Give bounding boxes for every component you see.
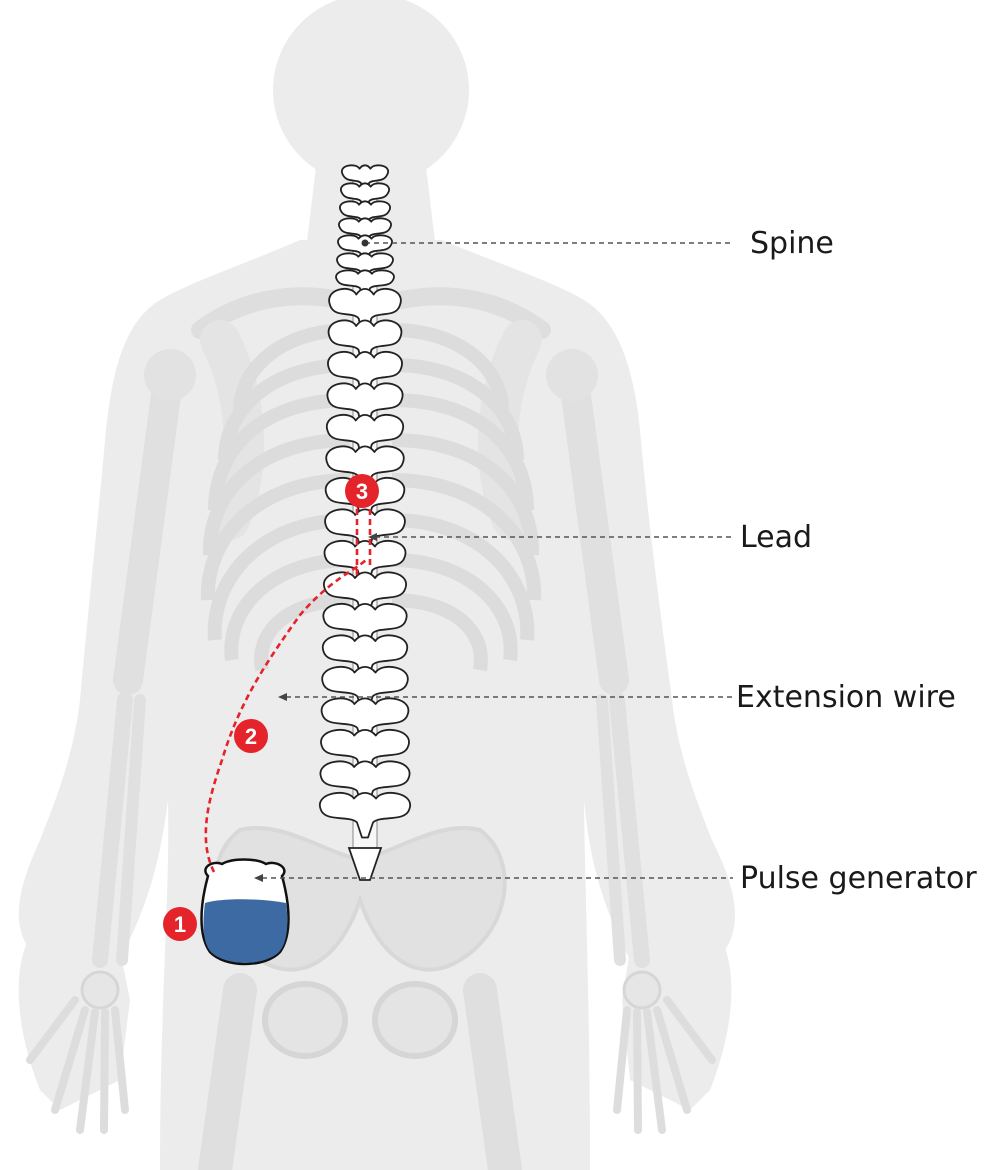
- right-wrist: [624, 972, 660, 1008]
- label-extension-wire: Extension wire: [736, 680, 956, 715]
- badge-1: 1: [163, 907, 197, 941]
- badge-3: 3: [345, 474, 379, 508]
- badge-2: 2: [234, 719, 268, 753]
- badge-2-number: 2: [245, 724, 257, 749]
- label-pulse-generator: Pulse generator: [740, 861, 977, 896]
- badge-1-number: 1: [174, 912, 186, 937]
- spine-pointer-dot: [362, 240, 369, 247]
- labels: Spine Lead Extension wire Pulse generato…: [736, 226, 977, 896]
- label-spine: Spine: [750, 226, 834, 261]
- left-wrist: [82, 972, 118, 1008]
- badge-3-number: 3: [356, 479, 368, 504]
- label-lead: Lead: [740, 520, 812, 555]
- pulse-generator: [202, 860, 289, 965]
